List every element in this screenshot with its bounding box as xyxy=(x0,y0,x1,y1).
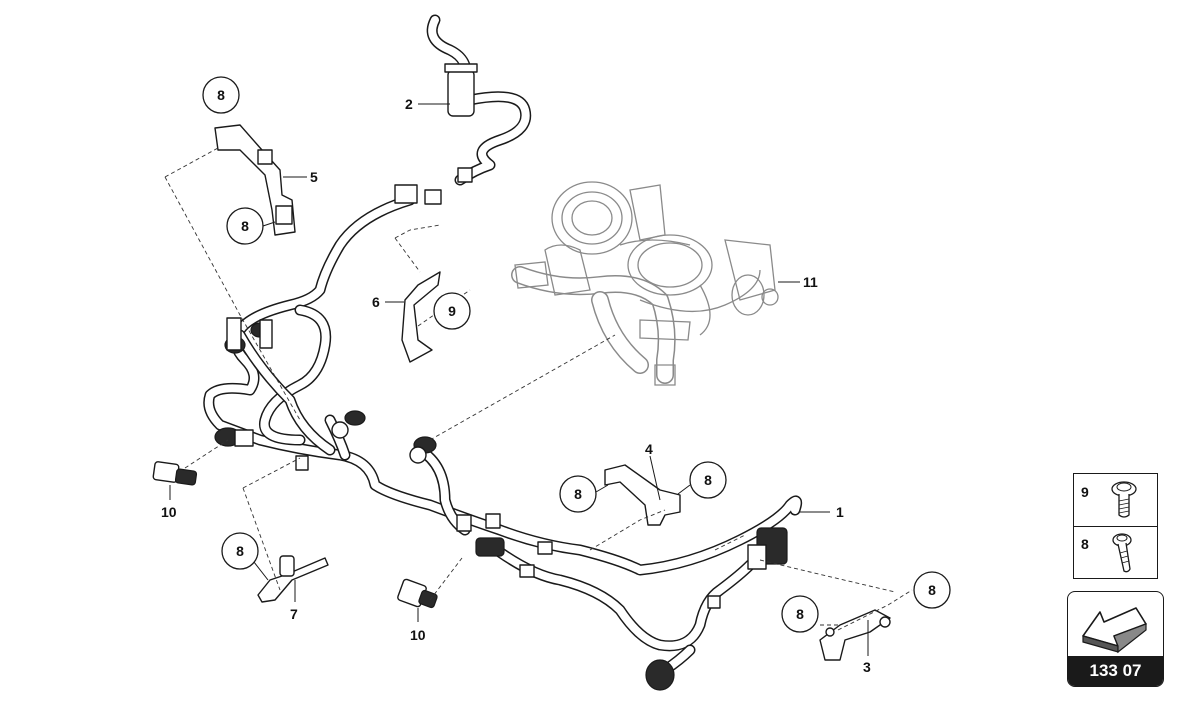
callout-part4-right-8: 8 xyxy=(677,461,727,499)
bracket-part-4 xyxy=(604,464,681,526)
svg-text:8: 8 xyxy=(241,218,249,234)
throttle-body-assembly-ghost xyxy=(511,181,779,386)
svg-text:8: 8 xyxy=(217,87,225,103)
svg-text:8: 8 xyxy=(928,582,936,598)
svg-text:6: 6 xyxy=(372,294,380,310)
legend-row-9: 9 xyxy=(1074,474,1157,527)
fastener-legend: 9 8 xyxy=(1073,473,1158,579)
bracket-part-5 xyxy=(214,124,296,236)
legend-number-8: 8 xyxy=(1081,536,1089,552)
plug-part-10-right xyxy=(397,578,438,609)
callout-part5-8: 8 xyxy=(226,207,276,245)
label-part-6: 6 xyxy=(372,294,404,310)
bolt-flange-icon xyxy=(1111,481,1137,518)
callout-part3-right-8: 8 xyxy=(913,571,951,609)
label-part-10-right: 10 xyxy=(410,608,426,643)
svg-text:8: 8 xyxy=(796,606,804,622)
bracket-part-6 xyxy=(401,271,441,363)
plug-part-10-left xyxy=(152,461,198,486)
label-part-10-left: 10 xyxy=(161,485,177,520)
svg-text:5: 5 xyxy=(310,169,318,185)
label-part-7: 7 xyxy=(290,580,298,622)
connector-part-7 xyxy=(257,555,329,603)
arrow-back-icon xyxy=(1082,607,1147,654)
label-part-3: 3 xyxy=(863,620,871,675)
callout-top-bracket-8: 8 xyxy=(202,76,240,114)
svg-text:4: 4 xyxy=(645,441,653,457)
section-nav-button[interactable]: 133 07 xyxy=(1067,591,1164,687)
label-part-4: 4 xyxy=(645,441,661,501)
hose-part-2 xyxy=(426,14,532,186)
callout-part7-8: 8 xyxy=(221,532,269,581)
svg-text:1: 1 xyxy=(836,504,844,520)
callout-part4-left-8: 8 xyxy=(559,475,609,513)
svg-text:3: 3 xyxy=(863,659,871,675)
svg-text:8: 8 xyxy=(704,472,712,488)
main-hose-line xyxy=(203,184,803,691)
svg-text:10: 10 xyxy=(410,627,426,643)
label-part-2: 2 xyxy=(405,96,450,112)
label-part-5: 5 xyxy=(283,169,318,185)
bracket-part-3 xyxy=(819,609,891,661)
svg-text:8: 8 xyxy=(236,543,244,559)
svg-text:10: 10 xyxy=(161,504,177,520)
callout-part3-left-8: 8 xyxy=(781,595,819,633)
svg-text:9: 9 xyxy=(448,303,456,319)
callout-part6-9: 9 xyxy=(433,292,471,330)
label-part-11: 11 xyxy=(778,274,818,290)
svg-text:8: 8 xyxy=(574,486,582,502)
svg-text:7: 7 xyxy=(290,606,298,622)
legend-number-9: 9 xyxy=(1081,484,1089,500)
label-part-1: 1 xyxy=(800,504,844,520)
svg-text:2: 2 xyxy=(405,96,413,112)
svg-text:11: 11 xyxy=(803,274,818,290)
section-code: 133 07 xyxy=(1068,656,1163,686)
legend-row-8: 8 xyxy=(1074,526,1157,578)
bolt-long-icon xyxy=(1112,533,1132,573)
